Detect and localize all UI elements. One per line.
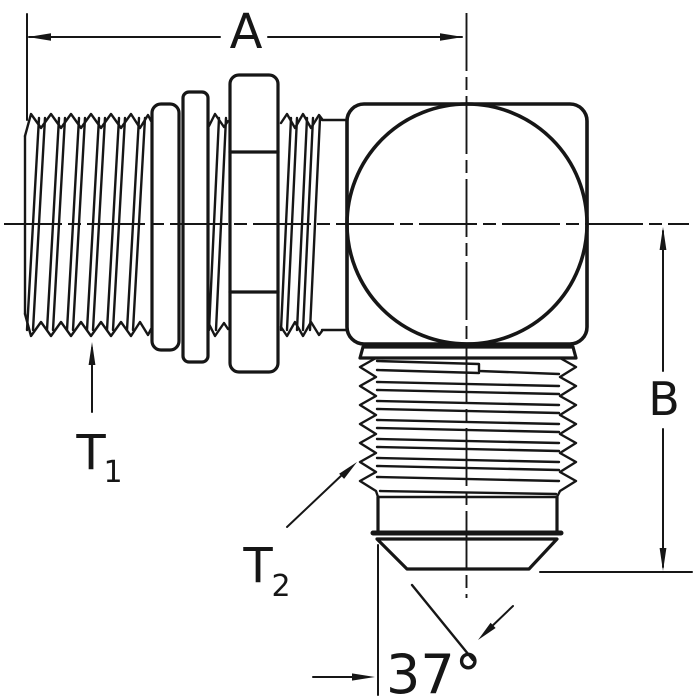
flare-angle-annotation: 37°: [312, 544, 514, 700]
bottom-male-thread-section: [358, 356, 578, 534]
bulkhead-washer: [150, 102, 181, 352]
flare-angle-arrow-right: [478, 622, 496, 640]
bulkhead-retainer-plate: [181, 90, 210, 364]
thread-right-of-nut: [279, 112, 349, 338]
t1-annotation: T 1: [75, 342, 123, 490]
dim-b-arrow-bottom: [659, 548, 667, 571]
thread-between-plate-and-nut: [207, 112, 230, 338]
shank-outline: [320, 118, 349, 332]
dim-a-arrow-right: [440, 33, 463, 41]
t2-leader-line: [286, 473, 344, 528]
dim-b-label: B: [648, 372, 680, 426]
flare-angle-slope-line: [410, 583, 475, 662]
bottom-port-shoulder: [358, 345, 578, 360]
t2-annotation: T 2: [242, 462, 357, 604]
dimension-b: B: [539, 227, 693, 573]
flare-angle-label: 37°: [386, 643, 482, 700]
t2-arrow: [339, 462, 357, 479]
dim-a-label: A: [230, 4, 263, 60]
t1-arrow: [88, 342, 96, 365]
t1-label-subscript: 1: [103, 455, 122, 490]
t1-label: T: [75, 425, 106, 481]
flare-neck: [376, 495, 559, 534]
locknut-facet-lines: [228, 150, 280, 294]
t2-label: T: [242, 538, 273, 594]
left-male-thread-section: [23, 112, 153, 338]
dimension-a: A: [26, 4, 463, 121]
dim-a-arrow-left: [28, 33, 51, 41]
flare-angle-arrow-left: [352, 673, 375, 681]
t2-label-subscript: 2: [271, 569, 290, 604]
dim-b-arrow-top: [659, 227, 667, 250]
